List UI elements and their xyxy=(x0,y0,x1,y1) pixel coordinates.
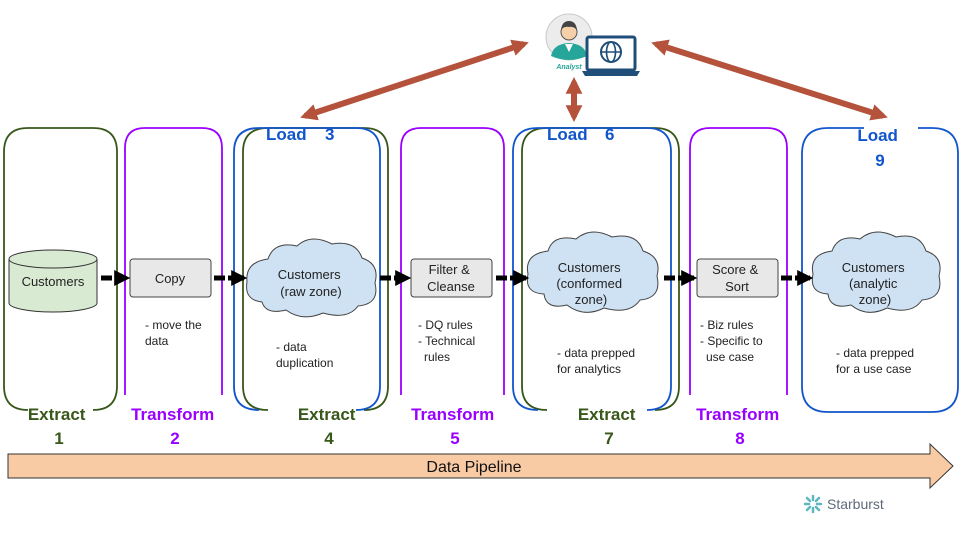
conformed-zone-cloud xyxy=(526,231,659,313)
access-arrow-raw-zone xyxy=(300,39,529,121)
stage-4-extract-title: Extract 4 xyxy=(298,405,360,448)
customers-source-label: Customers xyxy=(22,274,85,289)
stage-5-transform-title: Transform 5 xyxy=(411,405,499,448)
conformed-zone-label: Customers (conformed zone) xyxy=(556,260,625,307)
stage-6-load-frame xyxy=(512,127,672,411)
stage-3-load-title: Load 3 xyxy=(266,125,334,144)
data-pipeline-label: Data Pipeline xyxy=(426,459,521,476)
laptop-globe-icon xyxy=(582,35,640,76)
filter-cleanse-step-label: Filter & Cleanse xyxy=(427,262,475,294)
copy-notes: - move the data xyxy=(145,318,205,348)
filter-cleanse-notes: - DQ rules - Technical rules xyxy=(418,318,478,364)
raw-zone-notes: - data duplication xyxy=(276,340,333,370)
raw-zone-cloud xyxy=(246,238,377,318)
stage-5-transform-frame xyxy=(400,127,505,395)
score-sort-notes: - Biz rules - Specific to use case xyxy=(700,318,766,364)
stage-3-load-frame xyxy=(233,127,381,411)
analytic-zone-cloud xyxy=(811,231,941,313)
customers-database-icon xyxy=(8,249,98,313)
score-sort-step-label: Score & Sort xyxy=(712,262,762,294)
stage-9-load-frame xyxy=(801,127,959,413)
copy-step-label: Copy xyxy=(155,271,186,286)
stage-2-transform-title: Transform 2 xyxy=(131,405,219,448)
stage-1-extract-title: Extract 1 xyxy=(28,405,90,448)
stage-7-extract-title: Extract 7 xyxy=(578,405,640,448)
stage-2-transform-frame xyxy=(124,127,223,395)
raw-zone-label: Customers (raw zone) xyxy=(278,267,344,299)
access-arrow-analytic-zone xyxy=(651,39,888,121)
stage-6-load-title: Load 6 xyxy=(547,125,614,144)
stage-1-extract-frame xyxy=(3,127,118,411)
data-pipeline-arrow xyxy=(7,442,954,490)
stage-8-transform-title: Transform 8 xyxy=(696,405,784,448)
stage-8-transform-frame xyxy=(689,127,788,395)
stage-9-load-title: Load 9 xyxy=(857,126,902,170)
analyst-person-icon xyxy=(545,13,593,61)
analytic-zone-notes: - data prepped for a use case xyxy=(836,346,917,376)
analyst-label: Analyst xyxy=(555,64,582,71)
analytic-zone-label: Customers (analytic zone) xyxy=(842,260,908,307)
brand-name: Starburst xyxy=(827,496,884,512)
starburst-logo-icon xyxy=(803,494,823,514)
conformed-zone-notes: - data prepped for analytics xyxy=(557,346,638,376)
